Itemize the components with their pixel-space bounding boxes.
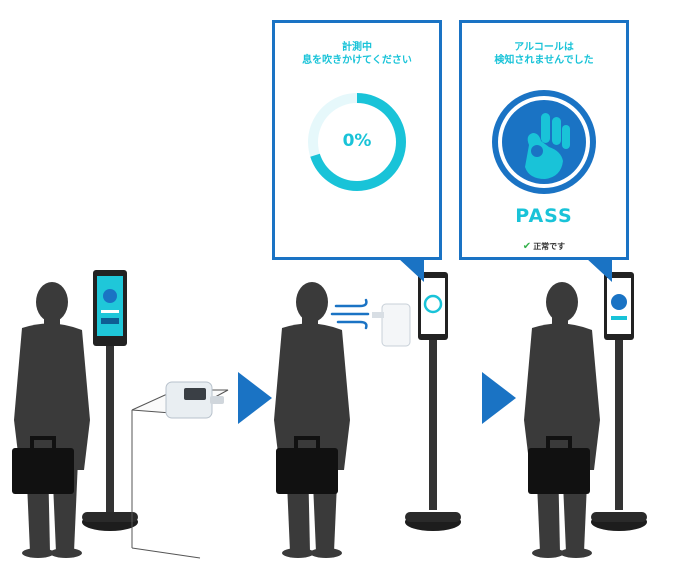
breath-icon [330, 298, 370, 330]
kiosk-stand-2 [405, 272, 461, 531]
progress-arc [308, 93, 406, 191]
ok-hand-icon [492, 90, 596, 194]
measuring-title-line1: 計測中 [342, 42, 372, 53]
check-icon: ✔ [522, 241, 532, 252]
result-title-line1: アルコールは [514, 42, 574, 53]
kiosk-stand-3 [591, 272, 647, 531]
person-figure-3 [524, 282, 600, 558]
progress-percent: 0% [342, 131, 372, 151]
breathalyzer-device-1 [165, 381, 224, 419]
briefcase-2 [276, 436, 338, 494]
callout-pointer-1 [398, 258, 424, 282]
kiosk-stand-1 [82, 270, 138, 531]
briefcase-3 [528, 436, 590, 494]
progress-ring [308, 93, 406, 191]
result-title: アルコールは 検知されませんでした [462, 41, 626, 67]
briefcase-1 [12, 436, 74, 494]
status-row: ✔正常です [462, 241, 626, 252]
result-callout: アルコールは 検知されませんでした PASS ✔正常です [459, 20, 629, 260]
status-text: 正常です [533, 242, 566, 251]
measuring-title: 計測中 息を吹きかけてください [275, 41, 439, 67]
pass-label: PASS [515, 205, 573, 227]
flow-arrow-1 [238, 372, 272, 424]
measuring-callout: 計測中 息を吹きかけてください 0% [272, 20, 442, 260]
breathalyzer-device-2 [372, 303, 411, 347]
measuring-title-line2: 息を吹きかけてください [302, 55, 412, 66]
result-title-line2: 検知されませんでした [494, 55, 594, 66]
callout-pointer-2 [586, 258, 612, 282]
flow-arrow-2 [482, 372, 516, 424]
